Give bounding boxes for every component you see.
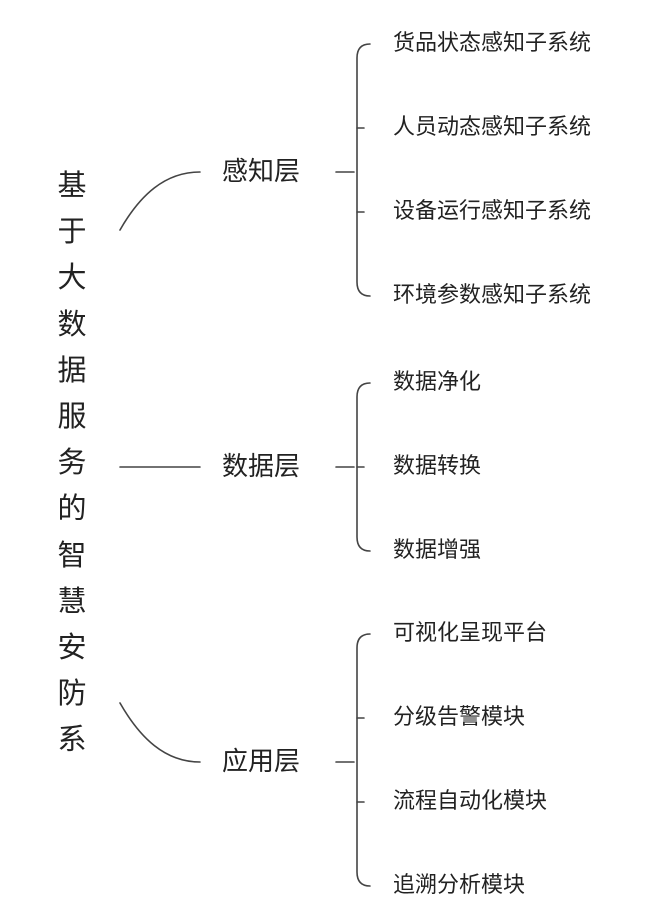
root-title: 基 于 大 数 据 服 务 的 智 慧 安 防 系 <box>52 162 92 762</box>
root-title-char: 务 <box>57 439 86 485</box>
leaf-personnel-dynamics: 人员动态感知子系统 <box>393 115 591 141</box>
root-title-char: 智 <box>57 532 86 578</box>
layer-label-data: 数据层 <box>222 452 300 482</box>
bracket-perception <box>357 44 370 296</box>
root-title-char: 防 <box>57 670 86 716</box>
root-title-char: 系 <box>57 716 86 762</box>
leaf-traceability-analysis: 追溯分析模块 <box>393 873 525 899</box>
root-title-char: 数 <box>57 301 86 347</box>
root-title-char: 慧 <box>57 578 86 624</box>
root-title-char: 基 <box>57 162 86 208</box>
root-title-char: 服 <box>57 393 86 439</box>
root-title-char: 据 <box>57 347 86 393</box>
leaf-visualization-platform: 可视化呈现平台 <box>393 621 547 647</box>
layer-label-perception: 感知层 <box>222 157 300 187</box>
leaf-equipment-operation: 设备运行感知子系统 <box>393 199 591 225</box>
root-title-char: 的 <box>57 485 86 531</box>
leaf-data-cleansing: 数据净化 <box>393 370 481 396</box>
connector-root-perception <box>120 172 200 230</box>
root-title-char: 于 <box>57 208 86 254</box>
leaf-tiered-alarm: 分级告警模块 <box>393 705 525 731</box>
root-title-char: 大 <box>57 254 86 300</box>
layer-label-application: 应用层 <box>222 747 300 777</box>
connector-root-application <box>120 703 200 762</box>
root-title-char: 安 <box>57 624 86 670</box>
leaf-environment-params: 环境参数感知子系统 <box>393 283 591 309</box>
bracket-application <box>357 634 370 886</box>
leaf-data-enhancement: 数据增强 <box>393 538 481 564</box>
leaf-goods-status: 货品状态感知子系统 <box>393 31 591 57</box>
leaf-process-automation: 流程自动化模块 <box>393 789 547 815</box>
leaf-data-conversion: 数据转换 <box>393 454 481 480</box>
